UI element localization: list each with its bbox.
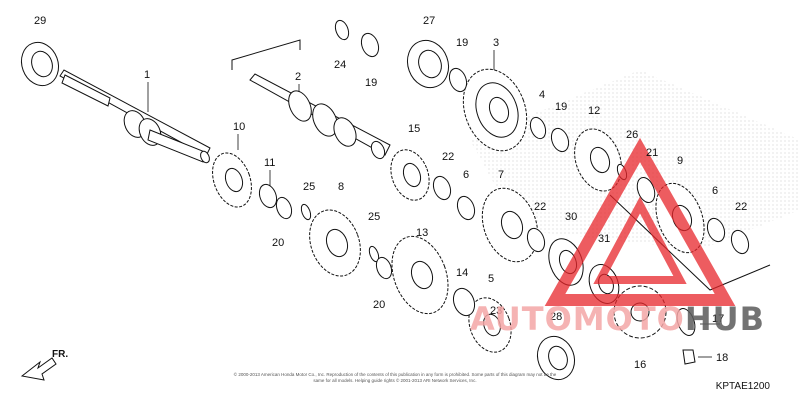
callout: 22 xyxy=(442,151,454,163)
washer-19a xyxy=(360,32,380,58)
washer-20a xyxy=(275,196,293,220)
callout: 7 xyxy=(498,169,504,181)
callout: 20 xyxy=(272,237,284,249)
gear-15 xyxy=(390,149,430,201)
leader-lines xyxy=(147,50,720,358)
callout: 26 xyxy=(626,129,638,141)
bolt-18 xyxy=(682,349,696,365)
bearing-27 xyxy=(406,39,450,89)
bearing-28 xyxy=(536,335,576,381)
callout: 21 xyxy=(646,147,658,159)
callout: 1 xyxy=(144,69,150,81)
callout: 27 xyxy=(423,15,435,27)
callout: 9 xyxy=(677,155,683,167)
callout: 8 xyxy=(338,181,344,193)
front-label: FR. xyxy=(52,349,68,360)
front-arrow-icon xyxy=(20,357,57,381)
watermark-text: AUTOMOTOHUB xyxy=(470,300,765,338)
washer-22c xyxy=(730,229,750,255)
callout: 4 xyxy=(539,89,545,101)
callout: 16 xyxy=(634,359,646,371)
callout: 6 xyxy=(463,169,469,181)
callout: 11 xyxy=(264,157,275,169)
watermark-right: HUB xyxy=(684,300,766,338)
watermark-left: AUTOMOTO xyxy=(470,300,685,338)
callout: 19 xyxy=(456,37,468,49)
callout: 24 xyxy=(334,59,346,71)
callout: 30 xyxy=(565,211,577,223)
diagram-code: KPTAE1200 xyxy=(715,381,770,392)
main-shaft xyxy=(59,69,211,164)
callout: 22 xyxy=(735,201,747,213)
washer-21 xyxy=(636,176,656,204)
bushing-6b xyxy=(706,217,726,243)
gear-3 xyxy=(462,68,528,152)
callout-labels: 29 1 2 24 19 27 19 3 4 19 12 10 11 25 20… xyxy=(34,15,747,371)
callout: 18 xyxy=(716,352,728,364)
watermark-logo xyxy=(544,137,736,306)
washer-19b xyxy=(448,67,468,93)
copyright-text: © 2000-2013 American Honda Motor Co., In… xyxy=(233,372,557,383)
callout: 17 xyxy=(712,313,724,325)
gear-12 xyxy=(574,128,622,192)
gear-7 xyxy=(481,187,539,263)
circlip-25a xyxy=(300,203,312,221)
circlip-24 xyxy=(334,19,350,41)
washer-20b xyxy=(375,256,393,280)
plate-17 xyxy=(676,308,696,336)
callout: 31 xyxy=(598,233,610,245)
gear-10 xyxy=(212,152,252,208)
washer-22b xyxy=(526,227,546,253)
callout: 14 xyxy=(456,267,468,279)
callout: 28 xyxy=(550,311,562,323)
callout: 20 xyxy=(373,299,385,311)
countershaft xyxy=(249,73,391,160)
gear-5 xyxy=(468,297,512,353)
callout: 25 xyxy=(303,181,315,193)
callout: 2 xyxy=(295,71,301,83)
callout: 25 xyxy=(368,211,380,223)
callout: 15 xyxy=(408,123,420,135)
callout: 12 xyxy=(588,105,600,117)
gear-8 xyxy=(309,209,361,277)
group-bracket-right xyxy=(609,194,771,291)
bushing-6a xyxy=(456,195,476,221)
gear-13 xyxy=(391,235,449,315)
bushing-4 xyxy=(529,116,547,140)
callout: 10 xyxy=(233,121,245,133)
washer-22a xyxy=(432,175,452,201)
callout: 5 xyxy=(488,273,494,285)
bushing-14 xyxy=(452,287,476,317)
callout: 29 xyxy=(34,15,46,27)
washer-19c xyxy=(550,127,570,153)
callout: 13 xyxy=(416,227,428,239)
callout: 23 xyxy=(490,305,502,317)
group-bracket xyxy=(231,39,301,70)
callout: 19 xyxy=(555,101,567,113)
callout: 22 xyxy=(534,201,546,213)
callout: 3 xyxy=(493,37,499,49)
callout: 6 xyxy=(712,185,718,197)
bushing-11 xyxy=(258,183,278,209)
callout: 19 xyxy=(365,77,377,89)
bearing-29 xyxy=(20,41,60,87)
